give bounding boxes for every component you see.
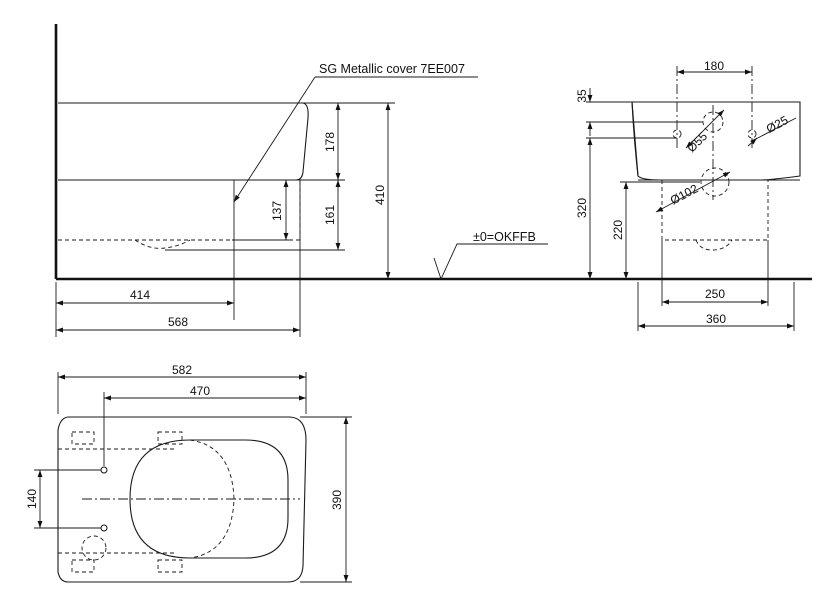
top-view: 582 470 140 390: [25, 363, 352, 583]
dim-220: 220: [611, 220, 625, 240]
hinge-bracket-topmid: [157, 431, 183, 445]
dim-582: 582: [172, 363, 192, 377]
dim-390: 390: [330, 490, 344, 510]
front-view: 180 35 320 220 Ø55 Ø25 Ø102 250 360: [575, 59, 801, 331]
dim-568: 568: [168, 315, 188, 329]
dim-320: 320: [575, 198, 589, 218]
cover-label: SG Metallic cover 7EE007: [319, 62, 465, 76]
dim-140: 140: [25, 489, 39, 509]
bowl-front-top: [631, 101, 639, 177]
hinge-bracket-botleft: [71, 559, 95, 573]
outlet-circle: [700, 167, 730, 197]
dim-180: 180: [704, 59, 724, 73]
dia-55: Ø55: [684, 129, 710, 155]
fixing-bolt-upper[interactable]: [100, 466, 108, 474]
outlet-circle-top: [81, 535, 107, 561]
dim-35: 35: [575, 89, 589, 103]
dim-410: 410: [373, 185, 387, 205]
dia-102: Ø102: [668, 181, 701, 207]
dim-178: 178: [323, 132, 337, 152]
bowl-top-outline: [57, 416, 307, 583]
hinge-bracket-botmid: [157, 559, 183, 573]
dim-161: 161: [323, 205, 337, 225]
floor-label: ±0=OKFFB: [473, 230, 536, 244]
seat-hinge-hidden: [189, 439, 235, 559]
fixing-hole-right: [747, 129, 757, 139]
fixing-bolt-lower[interactable]: [100, 524, 108, 532]
dim-414: 414: [130, 288, 150, 302]
dim-470: 470: [190, 384, 210, 398]
seat-outline: [129, 439, 289, 559]
hinge-bracket-topleft: [71, 431, 95, 445]
dim-137: 137: [270, 201, 284, 221]
dia-25: Ø25: [764, 113, 791, 136]
bowl-underside-hidden: [58, 181, 301, 249]
dim-250: 250: [705, 287, 725, 301]
side-view: 178 161 410 137 414 568 SG Metallic cove…: [54, 24, 812, 337]
fixing-hole: [672, 129, 682, 139]
bowl-side-profile: [58, 102, 309, 181]
dim-360: 360: [706, 312, 726, 326]
